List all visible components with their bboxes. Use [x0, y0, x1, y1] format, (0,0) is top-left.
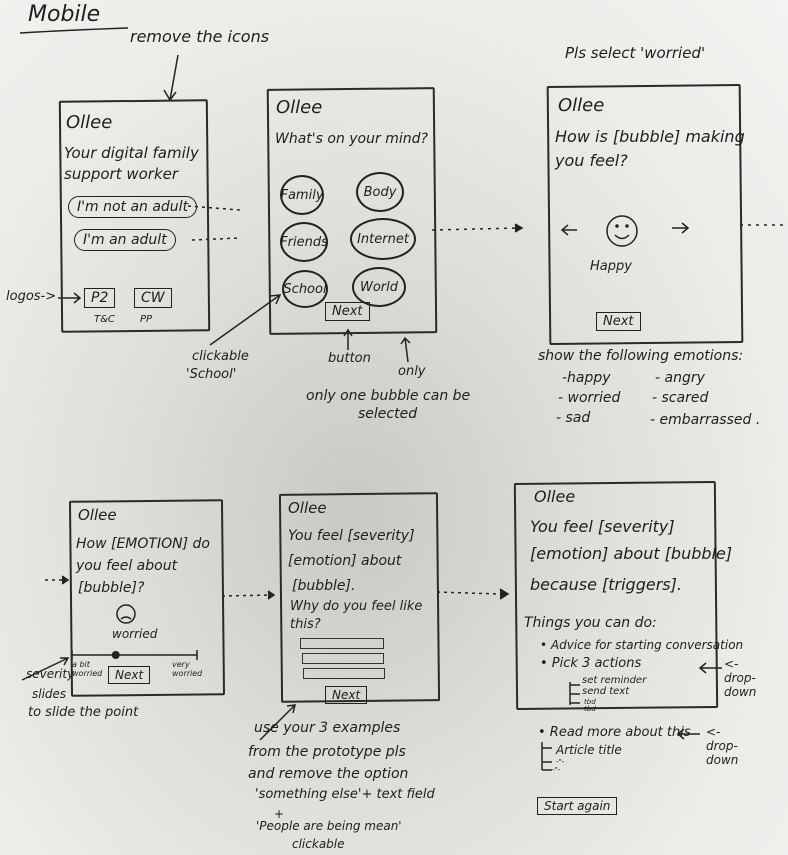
link-privacy[interactable]: PP: [140, 314, 153, 325]
summary-line: [emotion] about [bubble]: [530, 544, 733, 563]
next-button[interactable]: Next: [108, 666, 151, 684]
emotion-label: Happy: [590, 259, 632, 274]
note-examples: 'People are being mean': [256, 819, 402, 833]
bubble-body[interactable]: Body: [356, 172, 404, 212]
note-button: button: [328, 351, 371, 366]
tagline: Your digital family: [64, 144, 199, 162]
note-examples: 'something else'+ text field: [255, 787, 435, 802]
question: What's on your mind?: [275, 131, 428, 147]
question: you feel?: [555, 151, 628, 170]
note-only: only: [398, 364, 426, 379]
slider-min-label: a bit worried: [72, 660, 103, 679]
arrow-only: [400, 336, 411, 363]
question: [bubble]?: [78, 580, 145, 596]
not-adult-button[interactable]: I'm not an adult: [68, 196, 198, 218]
heading: Mobile: [28, 2, 101, 27]
things-heading: Things you can do:: [524, 615, 657, 631]
emotion-label: worried: [112, 627, 158, 641]
brand: Ollee: [66, 112, 113, 133]
adult-button[interactable]: I'm an adult: [74, 229, 176, 251]
note-severity: severity: [26, 667, 75, 681]
bubble-school[interactable]: School: [282, 270, 328, 308]
note-dropdown: <- drop-down: [724, 657, 757, 699]
note-one-bubble: only one bubble can be: [306, 388, 471, 404]
note-examples: use your 3 examples: [254, 720, 401, 736]
next-button[interactable]: Next: [325, 686, 368, 704]
note-clickable: clickable: [192, 349, 249, 364]
action-item[interactable]: tbd: [584, 705, 596, 713]
brand: Ollee: [558, 95, 605, 116]
logo-p2: P2: [84, 288, 116, 308]
note-examples: clickable: [292, 837, 345, 851]
summary-line: You feel [severity]: [530, 517, 675, 536]
bubble-family[interactable]: Family: [280, 175, 324, 215]
article-link[interactable]: -"-: [552, 766, 561, 774]
flow-2-3: [431, 227, 521, 231]
emotion-item: - scared: [652, 390, 709, 406]
note-one-bubble: selected: [358, 406, 418, 422]
start-again-button[interactable]: Start again: [537, 797, 618, 815]
summary-line: because [triggers].: [530, 575, 682, 594]
note-show-emotions: show the following emotions:: [538, 348, 744, 364]
heading-underline: [19, 27, 129, 34]
note-pls-select: Pls select 'worried': [565, 44, 706, 62]
question: this?: [290, 617, 321, 632]
arrow-remove-icons: [163, 54, 179, 102]
bubble-friends[interactable]: Friends: [280, 222, 328, 262]
question: Why do you feel like: [290, 599, 423, 614]
action-item[interactable]: send text: [582, 686, 630, 697]
emotion-item: - sad: [556, 410, 591, 426]
screen-emotion: [546, 83, 744, 346]
note-examples: from the prototype pls: [248, 744, 406, 760]
note-examples: +: [274, 807, 285, 821]
bubble-world[interactable]: World: [352, 267, 406, 307]
bubble-internet[interactable]: Internet: [350, 218, 416, 260]
summary-line: [bubble].: [292, 578, 356, 594]
slider-max-label: very worried: [172, 660, 203, 679]
action-item[interactable]: set reminder: [582, 675, 647, 686]
question: How [EMOTION] do: [76, 536, 210, 552]
note-logos: logos->: [6, 289, 57, 304]
trigger-option[interactable]: [303, 668, 385, 679]
note-examples: and remove the option: [248, 766, 409, 782]
note-dropdown: <- drop-down: [706, 725, 739, 767]
tagline: support worker: [64, 165, 179, 183]
brand: Ollee: [78, 506, 117, 524]
read-more-dropdown[interactable]: • Read more about this: [538, 725, 691, 740]
actions-dropdown[interactable]: • Pick 3 actions: [540, 656, 642, 671]
action-item[interactable]: tbd: [584, 698, 596, 706]
next-button[interactable]: Next: [325, 302, 370, 321]
emotion-item: -happy: [562, 370, 611, 386]
question: you feel about: [76, 558, 178, 574]
advice-link[interactable]: • Advice for starting conversation: [540, 638, 744, 652]
summary-line: [emotion] about: [288, 553, 402, 569]
trigger-option[interactable]: [302, 653, 384, 664]
brand: Ollee: [276, 97, 323, 118]
summary-line: You feel [severity]: [288, 528, 415, 544]
brand: Ollee: [534, 487, 576, 506]
brand: Ollee: [288, 499, 327, 517]
next-button[interactable]: Next: [596, 312, 641, 331]
emotion-item: - angry: [655, 370, 705, 386]
trigger-option[interactable]: [300, 638, 384, 649]
note-clickable: 'School': [186, 367, 237, 382]
emotion-item: - worried: [558, 390, 621, 406]
question: How is [bubble] making: [555, 127, 745, 146]
article-link[interactable]: Article title: [556, 743, 622, 757]
note-remove-icons: remove the icons: [130, 27, 270, 46]
article-link[interactable]: -"-: [556, 758, 565, 766]
link-terms[interactable]: T&C: [94, 314, 115, 325]
logo-cw: CW: [134, 288, 172, 308]
note-severity: to slide the point: [28, 705, 139, 720]
emotion-item: - embarrassed .: [650, 412, 761, 428]
note-severity: slides: [32, 687, 67, 701]
